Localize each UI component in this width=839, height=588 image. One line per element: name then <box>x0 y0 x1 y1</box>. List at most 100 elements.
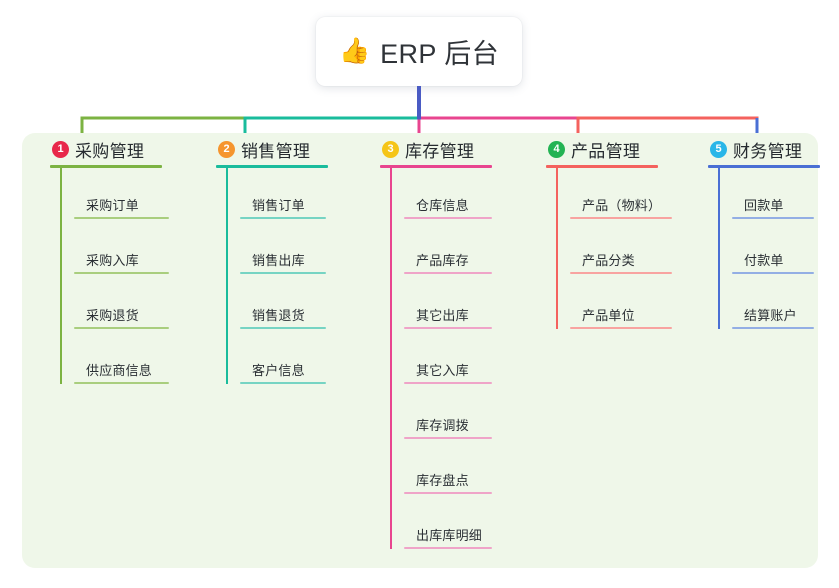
list-item-underline <box>240 217 326 219</box>
branch-badge-3: 3 <box>382 140 399 158</box>
list-item[interactable]: 产品（物料） <box>570 168 672 223</box>
branch-title-1: 采购管理 <box>75 141 145 161</box>
branch-trunk-3 <box>390 168 392 549</box>
branch-column-4: 4 产品管理产品（物料） 产品分类产品单位 <box>532 133 672 333</box>
list-item-underline <box>74 272 169 274</box>
branch-underline-5 <box>708 165 820 168</box>
branch-trunk-4 <box>556 168 558 329</box>
branch-column-1: 1 采购管理采购订单采购入库采购退货供应商信息 <box>36 133 169 388</box>
branch-items-2: 销售订单销售出库销售退货客户信息 <box>226 168 328 388</box>
branches-panel <box>22 133 818 568</box>
list-item[interactable]: 客户信息 <box>240 333 328 388</box>
branch-column-3: 3 库存管理仓库信息产品库存其它出库其它入库库存调拨库存盘点出库库明细 <box>366 133 492 553</box>
list-item[interactable]: 销售退货 <box>240 278 328 333</box>
branch-badge-1: 1 <box>52 140 69 158</box>
list-item-underline <box>732 272 814 274</box>
branch-underline-1 <box>50 165 162 168</box>
list-item[interactable]: 结算账户 <box>732 278 820 333</box>
list-item-label: 产品库存 <box>416 253 469 268</box>
list-item-underline <box>404 327 492 329</box>
list-item-label: 产品分类 <box>582 253 635 268</box>
branch-items-3: 仓库信息产品库存其它出库其它入库库存调拨库存盘点出库库明细 <box>390 168 492 553</box>
list-item-label: 采购退货 <box>86 308 139 323</box>
list-item-label: 结算账户 <box>744 308 797 323</box>
branch-title-4: 产品管理 <box>571 141 641 161</box>
list-item-label: 其它出库 <box>416 308 469 323</box>
list-item-underline <box>404 437 492 439</box>
branch-header-5[interactable]: 5 财务管理 <box>694 133 820 165</box>
list-item-underline <box>404 272 492 274</box>
list-item-underline <box>570 217 672 219</box>
list-item[interactable]: 其它出库 <box>404 278 492 333</box>
list-item-underline <box>732 327 814 329</box>
list-item-underline <box>570 272 672 274</box>
list-item[interactable]: 产品单位 <box>570 278 672 333</box>
branch-items-1: 采购订单采购入库采购退货供应商信息 <box>60 168 169 388</box>
root-node[interactable]: 👍 ERP 后台 <box>316 17 522 86</box>
list-item[interactable]: 其它入库 <box>404 333 492 388</box>
list-item-label: 仓库信息 <box>416 198 469 213</box>
list-item[interactable]: 库存盘点 <box>404 443 492 498</box>
list-item-underline <box>404 382 492 384</box>
list-item[interactable]: 供应商信息 <box>74 333 169 388</box>
list-item-label: 采购订单 <box>86 198 139 213</box>
branch-title-3: 库存管理 <box>405 141 475 161</box>
list-item[interactable]: 出库库明细 <box>404 498 492 553</box>
list-item-underline <box>74 382 169 384</box>
list-item-label: 客户信息 <box>252 363 305 378</box>
list-item-underline <box>570 327 672 329</box>
list-item-label: 销售退货 <box>252 308 305 323</box>
list-item-underline <box>404 492 492 494</box>
list-item-label: 供应商信息 <box>86 363 153 378</box>
list-item[interactable]: 付款单 <box>732 223 820 278</box>
branch-title-2: 销售管理 <box>241 141 311 161</box>
list-item-underline <box>404 217 492 219</box>
list-item-label: 出库库明细 <box>416 528 483 543</box>
list-item[interactable]: 产品库存 <box>404 223 492 278</box>
list-item-label: 回款单 <box>744 198 784 213</box>
list-item-underline <box>240 272 326 274</box>
list-item[interactable]: 销售订单 <box>240 168 328 223</box>
branch-badge-4: 4 <box>548 140 565 158</box>
branch-trunk-1 <box>60 168 62 384</box>
branch-underline-4 <box>546 165 658 168</box>
branch-header-3[interactable]: 3 库存管理 <box>366 133 492 165</box>
branch-underline-2 <box>216 165 328 168</box>
list-item-underline <box>240 382 326 384</box>
thumbs-up-icon: 👍 <box>338 37 371 65</box>
list-item-label: 其它入库 <box>416 363 469 378</box>
list-item[interactable]: 销售出库 <box>240 223 328 278</box>
branch-badge-2: 2 <box>218 140 235 158</box>
list-item-underline <box>74 217 169 219</box>
list-item[interactable]: 产品分类 <box>570 223 672 278</box>
branch-title-5: 财务管理 <box>733 141 803 161</box>
page-title: ERP 后台 <box>380 39 500 69</box>
list-item[interactable]: 采购入库 <box>74 223 169 278</box>
list-item-underline <box>74 327 169 329</box>
list-item-label: 产品单位 <box>582 308 635 323</box>
branch-items-4: 产品（物料） 产品分类产品单位 <box>556 168 672 333</box>
list-item[interactable]: 仓库信息 <box>404 168 492 223</box>
branch-items-5: 回款单付款单结算账户 <box>718 168 820 333</box>
branch-underline-3 <box>380 165 492 168</box>
branch-trunk-5 <box>718 168 720 329</box>
list-item[interactable]: 回款单 <box>732 168 820 223</box>
branch-column-2: 2 销售管理销售订单销售出库销售退货客户信息 <box>202 133 328 388</box>
list-item-underline <box>732 217 814 219</box>
list-item-underline <box>404 547 492 549</box>
branch-badge-5: 5 <box>710 140 727 158</box>
branch-header-1[interactable]: 1 采购管理 <box>36 133 162 165</box>
branch-column-5: 5 财务管理回款单付款单结算账户 <box>694 133 820 333</box>
list-item-underline <box>240 327 326 329</box>
list-item[interactable]: 采购退货 <box>74 278 169 333</box>
list-item[interactable]: 库存调拨 <box>404 388 492 443</box>
branch-header-2[interactable]: 2 销售管理 <box>202 133 328 165</box>
list-item-label: 销售出库 <box>252 253 305 268</box>
list-item-label: 付款单 <box>744 253 784 268</box>
list-item-label: 库存调拨 <box>416 418 469 433</box>
branch-header-4[interactable]: 4 产品管理 <box>532 133 658 165</box>
branch-columns: 1 采购管理采购订单采购入库采购退货供应商信息 2 销售管理销售订单销售出库销售退货客… <box>0 133 839 568</box>
list-item-label: 采购入库 <box>86 253 139 268</box>
list-item[interactable]: 采购订单 <box>74 168 169 223</box>
